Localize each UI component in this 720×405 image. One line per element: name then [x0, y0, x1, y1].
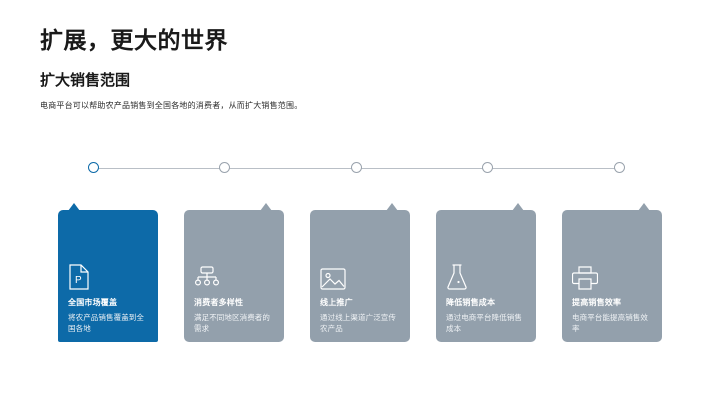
- timeline-node-5[interactable]: [614, 162, 625, 173]
- card-pointer-4: [512, 203, 524, 211]
- timeline-node-2[interactable]: [219, 162, 230, 173]
- flask-icon: [446, 256, 526, 290]
- card-text-2: 满足不同地区消费者的需求: [194, 313, 270, 334]
- card-text-1: 将农产品销售覆盖到全国各地: [68, 313, 144, 334]
- card-title-4: 降低销售成本: [446, 298, 496, 307]
- card-item-3[interactable]: 线上推广 通过线上渠道广泛宣传农产品: [310, 203, 410, 342]
- card-pointer-1: [68, 203, 80, 211]
- card-text-3: 通过线上渠道广泛宣传农产品: [320, 313, 396, 334]
- card-item-1[interactable]: P 全国市场覆盖 将农产品销售覆盖到全国各地: [58, 203, 158, 342]
- card-title-2: 消费者多样性: [194, 298, 244, 307]
- timeline-node-1[interactable]: [88, 162, 99, 173]
- page-title: 扩展，更大的世界: [40, 27, 228, 53]
- card-item-2[interactable]: 消费者多样性 满足不同地区消费者的需求: [184, 203, 284, 342]
- card-list: P 全国市场覆盖 将农产品销售覆盖到全国各地 消费者多样性 满足不同地区消费者的…: [58, 202, 668, 342]
- card-item-5[interactable]: 提高销售效率 电商平台能提高销售效率: [562, 203, 662, 342]
- card-title-1: 全国市场覆盖: [68, 298, 118, 307]
- card-title-3: 线上推广: [320, 298, 353, 307]
- image-icon: [320, 256, 400, 290]
- document-p-icon: P: [68, 256, 148, 290]
- timeline-node-4[interactable]: [482, 162, 493, 173]
- svg-text:P: P: [75, 275, 82, 286]
- card-pointer-5: [638, 203, 650, 211]
- timeline: [88, 160, 628, 180]
- printer-icon: [572, 256, 652, 290]
- page-subtitle: 扩大销售范围: [40, 71, 131, 89]
- card-title-5: 提高销售效率: [572, 298, 622, 307]
- card-pointer-2: [260, 203, 272, 211]
- card-text-5: 电商平台能提高销售效率: [572, 313, 648, 334]
- card-item-4[interactable]: 降低销售成本 通过电商平台降低销售成本: [436, 203, 536, 342]
- page-description: 电商平台可以帮助农产品销售到全国各地的消费者，从而扩大销售范围。: [40, 101, 303, 111]
- card-text-4: 通过电商平台降低销售成本: [446, 313, 522, 334]
- card-pointer-3: [386, 203, 398, 211]
- header: 扩展，更大的世界 扩大销售范围 电商平台可以帮助农产品销售到全国各地的消费者，从…: [40, 26, 680, 111]
- org-chart-icon: [194, 256, 274, 290]
- timeline-node-3[interactable]: [351, 162, 362, 173]
